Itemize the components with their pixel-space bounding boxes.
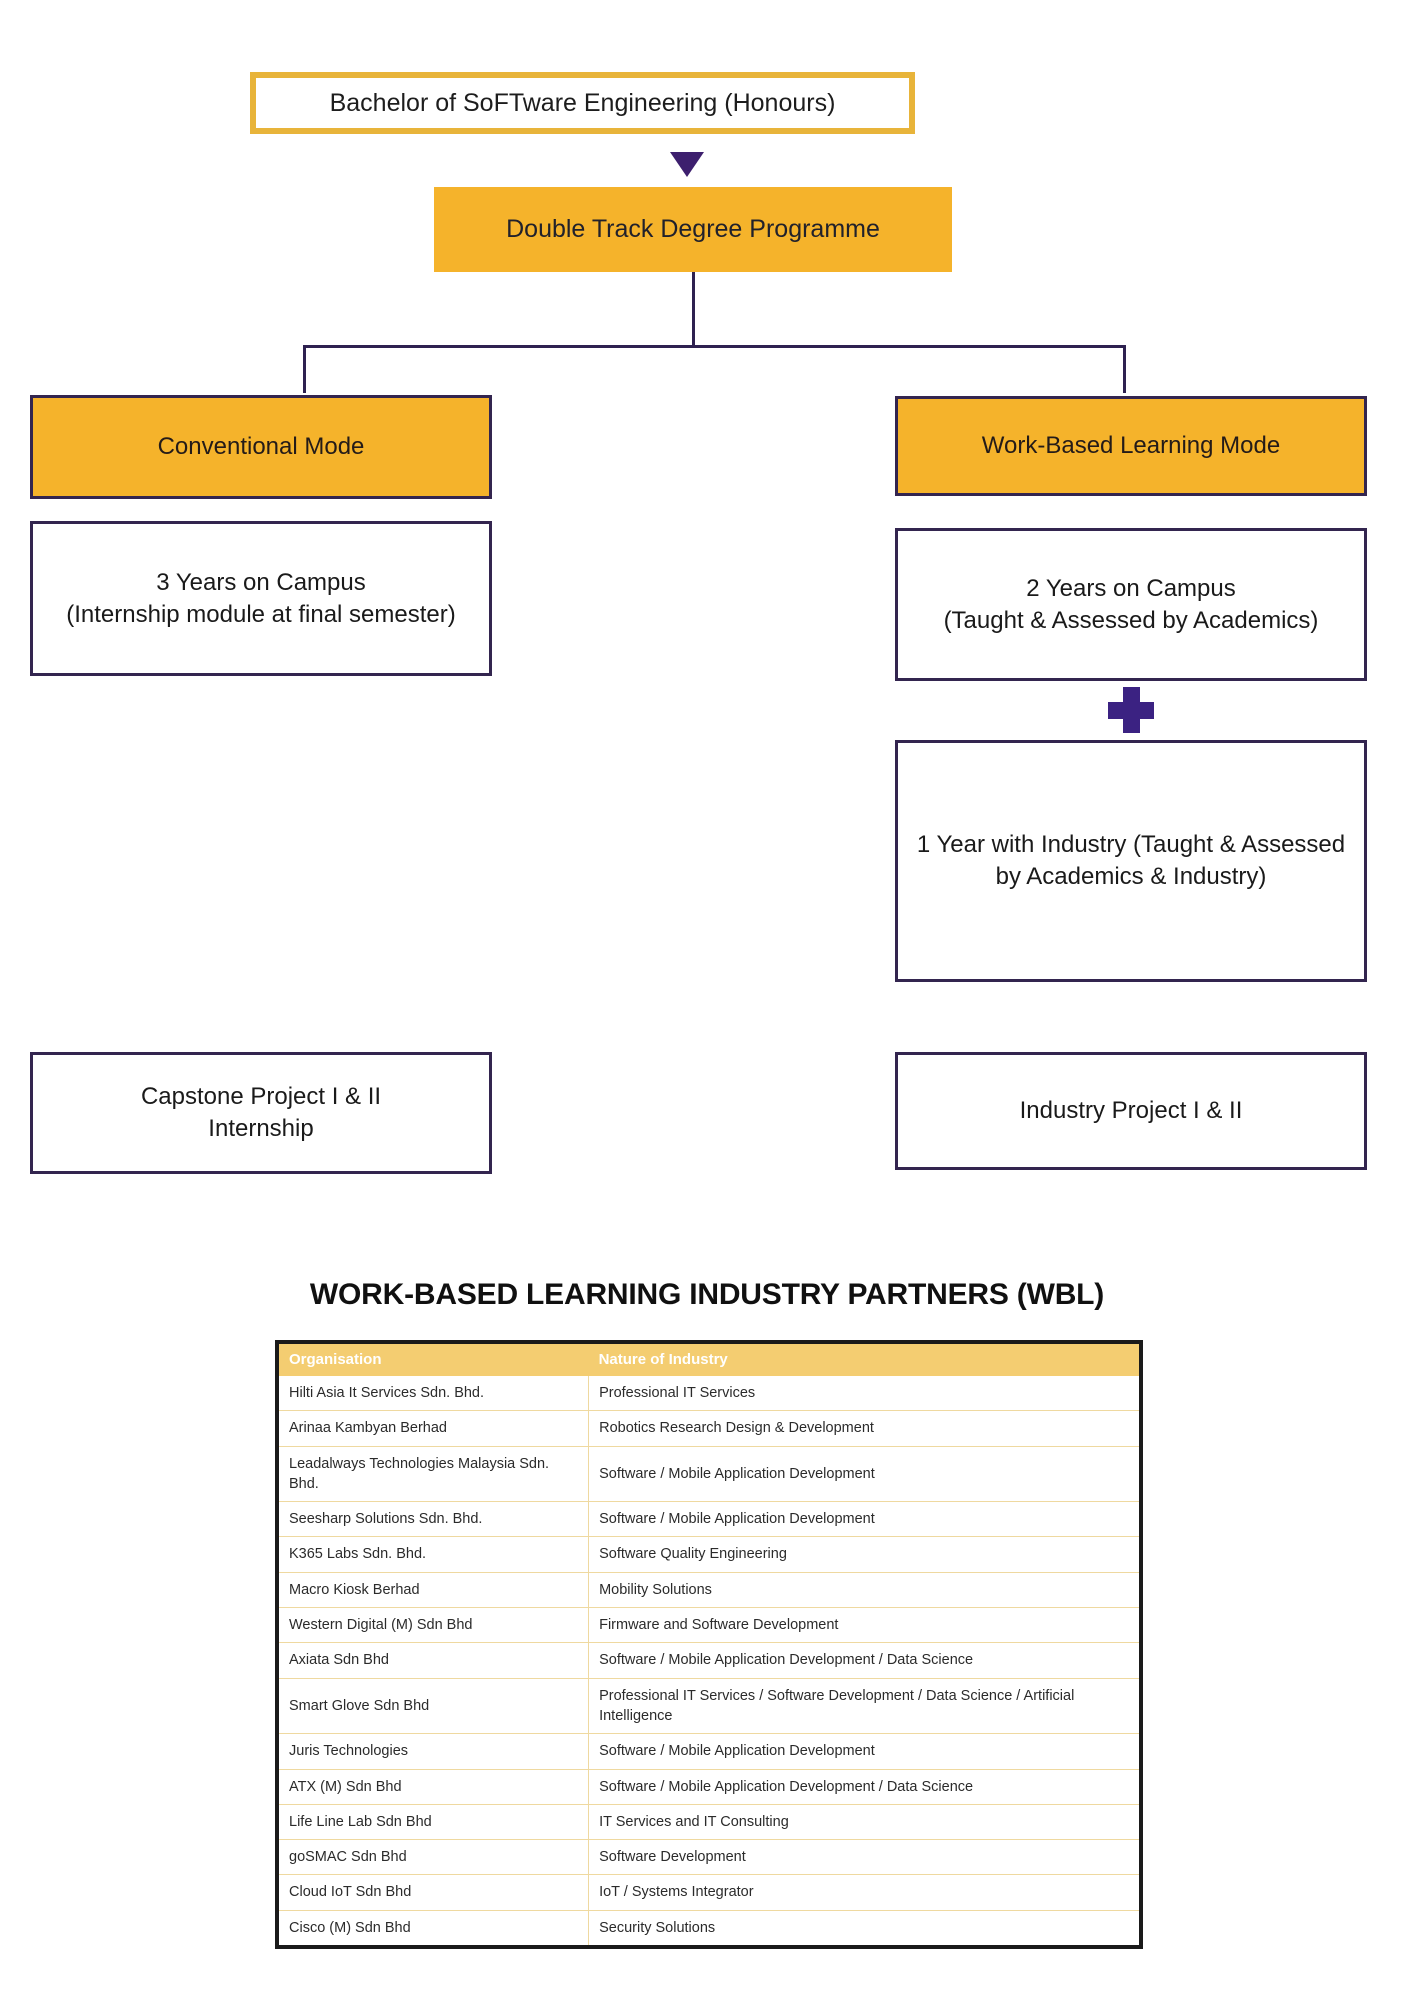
cell-nature-of-industry: Mobility Solutions	[588, 1571, 1139, 1608]
cell-nature-of-industry: Software Development	[588, 1839, 1139, 1875]
wbl-campus-box: 2 Years on Campus(Taught & Assessed by A…	[895, 528, 1367, 681]
wbl-industry-text: 1 Year with Industry (Taught & Assessed …	[916, 831, 1346, 890]
cell-organisation: Leadalways Technologies Malaysia Sdn. Bh…	[279, 1445, 590, 1502]
programme-label: Double Track Degree Programme	[506, 215, 880, 243]
table-row: K365 Labs Sdn. Bhd.Software Quality Engi…	[279, 1536, 1139, 1573]
connector-stem	[692, 272, 695, 348]
plus-icon-vertical-bar	[1123, 687, 1140, 733]
cell-nature-of-industry: IT Services and IT Consulting	[588, 1803, 1139, 1840]
cell-nature-of-industry: IoT / Systems Integrator	[588, 1874, 1139, 1911]
cell-nature-of-industry: Professional IT Services / Software Deve…	[588, 1677, 1139, 1734]
cell-organisation: Western Digital (M) Sdn Bhd	[279, 1607, 590, 1643]
connector-right-drop	[1123, 345, 1126, 393]
cell-organisation: Juris Technologies	[279, 1733, 590, 1770]
cell-nature-of-industry: Software / Mobile Application Developmen…	[588, 1733, 1139, 1770]
wbl-mode-box: Work-Based Learning Mode	[895, 396, 1367, 496]
degree-title-text: Bachelor of SoFTware Engineering (Honour…	[329, 88, 836, 117]
table-header-row: Organisation Nature of Industry	[279, 1344, 1139, 1376]
cell-nature-of-industry: Robotics Research Design & Development	[588, 1410, 1139, 1447]
wbl-industry-box: 1 Year with Industry (Taught & Assessed …	[895, 740, 1367, 982]
plus-icon	[1108, 687, 1154, 733]
column-header-organisation: Organisation	[279, 1344, 589, 1376]
degree-title-box: Bachelor of SoFTware Engineering (Honour…	[250, 72, 915, 134]
down-arrow-icon	[670, 152, 704, 177]
cell-organisation: goSMAC Sdn Bhd	[279, 1839, 590, 1875]
cell-organisation: Macro Kiosk Berhad	[279, 1571, 590, 1608]
wbl-campus-text: 2 Years on Campus(Taught & Assessed by A…	[943, 574, 1319, 634]
table-row: Hilti Asia It Services Sdn. Bhd. Professi…	[279, 1376, 1139, 1411]
table-row: Seesharp Solutions Sdn. Bhd.Software / M…	[279, 1501, 1139, 1537]
conventional-detail-box: 3 Years on Campus(Internship module at f…	[30, 521, 492, 676]
wbl-mode-label: Work-Based Learning Mode	[981, 432, 1281, 459]
programme-box: Double Track Degree Programme	[434, 187, 952, 272]
cell-organisation: Cloud IoT Sdn Bhd	[279, 1874, 590, 1911]
partners-table: Organisation Nature of Industry Hilti As…	[275, 1340, 1143, 1950]
cell-organisation: ATX (M) Sdn Bhd	[279, 1768, 590, 1805]
column-header-nature: Nature of Industry	[588, 1344, 1139, 1376]
cell-nature-of-industry: Software / Mobile Application Developmen…	[588, 1445, 1139, 1502]
cell-organisation: Arinaa Kambyan Berhad	[279, 1410, 590, 1447]
industry-project-text: Industry Project I & II	[1019, 1097, 1243, 1125]
cell-organisation: Smart Glove Sdn Bhd	[279, 1677, 590, 1734]
cell-organisation: Seesharp Solutions Sdn. Bhd.	[279, 1501, 590, 1537]
cell-organisation: Cisco (M) Sdn Bhd	[279, 1909, 590, 1946]
cell-nature-of-industry: Software Quality Engineering	[588, 1536, 1139, 1573]
cell-organisation: Axiata Sdn Bhd	[279, 1642, 590, 1679]
cell-nature-of-industry: Professional IT Services	[599, 1385, 756, 1401]
table-row: Leadalways Technologies Malaysia Sdn. Bh…	[279, 1445, 1139, 1502]
cell-organisation: Life Line Lab Sdn Bhd	[279, 1803, 590, 1840]
cell-nature-of-industry: Firmware and Software Development	[588, 1607, 1139, 1643]
partners-heading: WORK-BASED LEARNING INDUSTRY PARTNERS (W…	[309, 1278, 1105, 1311]
conventional-mode-label: Conventional Mode	[157, 433, 365, 460]
cell-organisation: Hilti Asia It Services Sdn. Bhd.	[279, 1376, 590, 1411]
connector-left-drop	[303, 345, 306, 393]
industry-project-box: Industry Project I & II	[895, 1052, 1367, 1170]
cell-nature-of-industry: Security Solutions	[588, 1909, 1139, 1946]
partners-table-body: Hilti Asia It Services Sdn. Bhd. Professi…	[279, 1376, 1139, 1946]
connector-horizontal	[303, 345, 1126, 348]
conventional-detail-text: 3 Years on Campus(Internship module at f…	[66, 568, 456, 628]
cell-organisation: K365 Labs Sdn. Bhd.	[279, 1536, 590, 1573]
cell-nature-of-industry: Software / Mobile Application Developmen…	[588, 1501, 1139, 1537]
cell-nature-of-industry: Software / Mobile Application Developmen…	[588, 1642, 1139, 1679]
conventional-mode-box: Conventional Mode	[30, 395, 492, 499]
cell-nature-of-industry: Software / Mobile Application Developmen…	[588, 1768, 1139, 1805]
